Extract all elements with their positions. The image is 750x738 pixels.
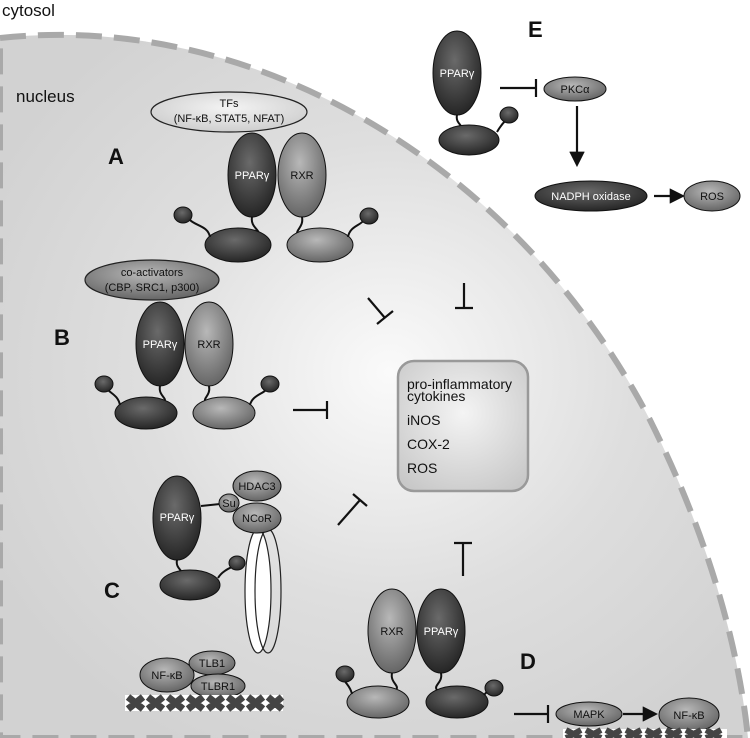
pkc-domain bbox=[543, 76, 607, 102]
ppar-small-domain bbox=[94, 375, 114, 393]
nadph-oxidase-label: NADPH oxidase bbox=[551, 191, 630, 203]
ppar-dna-binding-domain bbox=[204, 227, 272, 263]
nfkb-label: NF-κB bbox=[151, 670, 182, 682]
pkc-label: PKCα bbox=[561, 84, 591, 96]
tfs-title: TFs bbox=[220, 98, 239, 110]
output-cox2: COX-2 bbox=[407, 436, 450, 452]
cytosol-label: cytosol bbox=[2, 1, 55, 20]
mapk-domain bbox=[555, 701, 623, 727]
rxr-label: RXR bbox=[197, 339, 220, 351]
tfs-bubble bbox=[150, 91, 308, 133]
rxr-small-domain bbox=[335, 665, 355, 683]
panel-d: RXR PPARγ MAPK NF-κB bbox=[335, 588, 727, 738]
ppar-label: PPARγ bbox=[440, 68, 475, 80]
nadph-oxidase-domain bbox=[534, 180, 648, 212]
nfkb-domain bbox=[139, 657, 195, 693]
panel-letter-e: E bbox=[528, 17, 543, 42]
rxr-small-domain bbox=[359, 207, 379, 225]
dna-strand bbox=[125, 694, 285, 712]
ppar-small-domain bbox=[228, 555, 246, 571]
rxr-small-domain bbox=[260, 375, 280, 393]
rxr-label: RXR bbox=[380, 626, 403, 638]
ppar-label: PPARγ bbox=[160, 512, 195, 524]
output-line2: cytokines bbox=[407, 388, 465, 404]
ros-domain bbox=[683, 180, 741, 212]
panel-e: PPARγ PKCα NADPH oxidase ROS bbox=[432, 30, 741, 212]
panel-letter-b: B bbox=[54, 325, 70, 350]
ros-label: ROS bbox=[700, 191, 724, 203]
inhibition-arrows bbox=[293, 283, 473, 576]
sumo-domain bbox=[218, 493, 240, 513]
coactivators-subtitle: (CBP, SRC1, p300) bbox=[105, 282, 200, 294]
inhibit-pkc bbox=[500, 79, 538, 97]
ppar-dna-binding-domain bbox=[425, 685, 489, 719]
coactivators-title: co-activators bbox=[121, 267, 184, 279]
nfkb-label: NF-κB bbox=[673, 710, 704, 722]
ncor-domain bbox=[232, 502, 282, 534]
rxr-label: RXR bbox=[290, 170, 313, 182]
ppar-small-domain bbox=[484, 679, 504, 697]
panel-b: co-activators (CBP, SRC1, p300) PPARγ RX… bbox=[84, 259, 280, 430]
output-line1: pro-inflammatory bbox=[407, 376, 512, 392]
panel-letter-c: C bbox=[104, 578, 120, 603]
ppar-small-domain bbox=[499, 106, 519, 124]
ncor-label: NCoR bbox=[242, 513, 272, 525]
inhibit-from-c bbox=[337, 493, 368, 526]
rxr-dna-binding-domain bbox=[286, 227, 354, 263]
panel-c: PPARγ Su HDAC3 NCoR NF-κB TLB1 TLBR1 bbox=[125, 470, 285, 712]
ppar-label: PPARγ bbox=[143, 339, 178, 351]
sumo-label: Su bbox=[222, 498, 235, 510]
output-inos: iNOS bbox=[407, 412, 440, 428]
output-ros: ROS bbox=[407, 460, 437, 476]
inhibit-from-a-right bbox=[455, 283, 473, 310]
dna-strand bbox=[563, 727, 727, 738]
mapk-label: MAPK bbox=[573, 709, 605, 721]
panel-letter-a: A bbox=[108, 144, 124, 169]
ppar-dna-binding-domain bbox=[159, 569, 221, 601]
tfs-subtitle: (NF-κB, STAT5, NFAT) bbox=[174, 113, 285, 125]
inflammatory-output-box: pro-inflammatory cytokines iNOS COX-2 RO… bbox=[396, 359, 530, 493]
ppar-label: PPARγ bbox=[424, 626, 459, 638]
ppar-dna-binding-domain bbox=[114, 396, 178, 430]
ppar-small-domain bbox=[173, 206, 193, 224]
ncor-strand-left bbox=[244, 528, 272, 654]
hdac3-domain bbox=[232, 470, 282, 502]
ppar-dna-binding-domain bbox=[438, 124, 500, 156]
panel-a: TFs (NF-κB, STAT5, NFAT) PPARγ RXR bbox=[150, 91, 379, 263]
rxr-dna-binding-domain bbox=[346, 685, 410, 719]
panel-letter-d: D bbox=[520, 649, 536, 674]
coactivators-bubble bbox=[84, 259, 220, 301]
inhibit-from-d bbox=[454, 541, 472, 576]
ppar-label: PPARγ bbox=[235, 170, 270, 182]
nucleus-label: nucleus bbox=[16, 87, 75, 106]
rxr-dna-binding-domain bbox=[192, 396, 256, 430]
inhibit-mapk bbox=[514, 705, 550, 723]
inhibit-from-b bbox=[293, 401, 329, 419]
tlbr1-label: TLBR1 bbox=[201, 681, 235, 693]
hdac3-label: HDAC3 bbox=[238, 481, 275, 493]
inhibit-from-a-left bbox=[367, 297, 394, 325]
tlb1-label: TLB1 bbox=[199, 658, 225, 670]
